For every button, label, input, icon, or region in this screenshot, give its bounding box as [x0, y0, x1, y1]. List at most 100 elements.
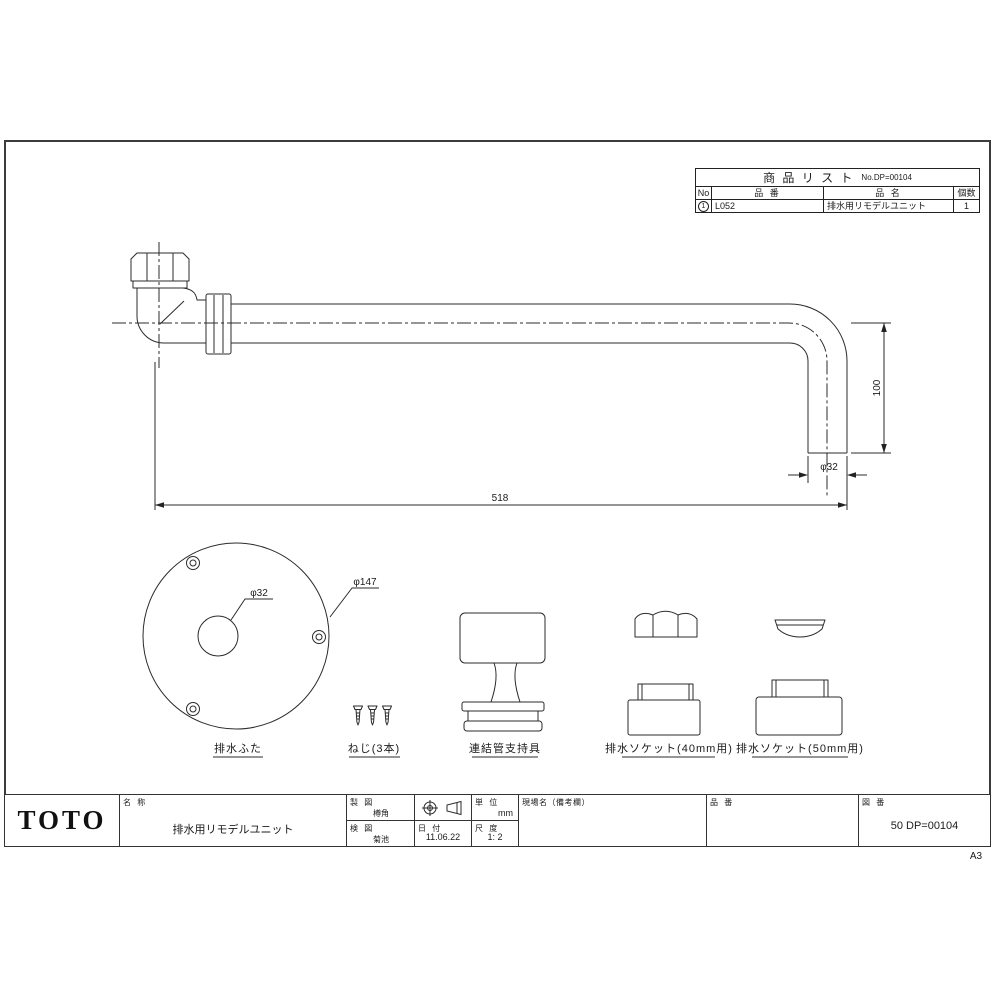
drain-socket-50-view: 排水ソケット(50mm用)	[736, 619, 864, 758]
cell-no: 1	[696, 200, 712, 212]
header-part-no: 品 番	[712, 187, 824, 199]
cover-hole-dia-text: φ32	[250, 588, 268, 599]
elbow-top-nut	[130, 252, 190, 282]
drain-socket-40-view: 排水ソケット(40mm用)	[605, 610, 733, 758]
drain-cover-view: φ32 φ147 排水ふた	[142, 542, 379, 758]
drafted-by: 樽角	[373, 809, 389, 818]
header-no: No	[696, 187, 712, 199]
socket40-nut	[634, 610, 698, 638]
socket50-neck	[771, 679, 829, 698]
socket40-nut-facets	[652, 615, 679, 637]
third-angle-projection-icon	[422, 799, 462, 816]
socket40-body	[627, 699, 701, 736]
elbow-neck	[182, 287, 206, 301]
name-cell: 名 称 排水用リモデルユニット	[119, 795, 346, 846]
elbow-chamfer-line	[159, 300, 185, 325]
socket50-body	[755, 696, 843, 736]
name-value: 排水用リモデルユニット	[172, 824, 294, 836]
elbow-top-nut-facets	[146, 253, 174, 281]
drawing-no-cell: 図 番 50 DP=00104	[858, 795, 990, 846]
header-qty: 個数	[957, 187, 976, 198]
product-list-data-row: 1 L052 排水用リモデルユニット 1	[696, 200, 979, 212]
cover-screw-hole	[186, 702, 200, 716]
support-head	[459, 612, 546, 664]
cell-part-name: 排水用リモデルユニット	[824, 200, 954, 212]
pipe-union-nut-facets	[213, 295, 224, 353]
support-stem-left	[490, 662, 497, 703]
part-no-label: 品 番	[710, 798, 735, 807]
drafted-cell: 製 図 樽角	[346, 795, 414, 821]
date-label: 日 付	[418, 824, 443, 833]
screws-label: ねじ(3本)	[348, 741, 400, 755]
unit-label: 単 位	[475, 798, 500, 807]
socket50-neck-lines	[775, 680, 825, 697]
dim-518-text: 518	[492, 493, 509, 504]
dim-pipe-dia-arrow-left	[799, 472, 808, 478]
pipe-inner-edge	[231, 342, 809, 453]
checked-label: 検 図	[350, 824, 375, 833]
product-list-title: 商 品 リ ス ト	[763, 170, 855, 185]
socket40-neck-lines	[641, 684, 690, 700]
cover-screw-hole-inner	[315, 633, 323, 641]
cover-screw-hole-inner	[189, 705, 197, 713]
cell-qty: 1	[963, 200, 969, 211]
drafted-label: 製 図	[350, 798, 375, 807]
product-list-title-row: 商 品 リ ス ト No.DP=00104	[696, 169, 979, 187]
toto-logo: TOTO	[17, 805, 107, 835]
product-list-table: 商 品 リ ス ト No.DP=00104 No 品 番 品 名 個数 1 L0…	[695, 168, 980, 213]
drawing-no-label: 図 番	[862, 798, 887, 807]
scale-cell: 尺 度 1: 2	[471, 821, 518, 846]
dimension-annotations: 518 100 φ32	[154, 322, 891, 510]
socket50-cap	[774, 619, 826, 638]
pipe-support-view: 連結管支持具	[459, 612, 546, 758]
date-cell: 日 付 11.06.22	[414, 821, 471, 846]
cover-label: 排水ふた	[214, 741, 262, 755]
cover-outer-leader	[329, 587, 379, 618]
socket50-label: 排水ソケット(50mm用)	[736, 741, 864, 755]
drain-pipe-assembly	[112, 242, 848, 497]
cover-hole-leader	[230, 598, 273, 621]
support-label: 連結管支持具	[469, 741, 541, 755]
product-list-header-row: No 品 番 品 名 個数	[696, 187, 979, 200]
projection-symbol-cell	[414, 795, 471, 821]
cover-screw-hole-inner	[189, 559, 197, 567]
screws-view: ねじ(3本)	[348, 705, 400, 758]
cover-outer-dia-text: φ147	[353, 577, 377, 588]
cover-screw-hole	[186, 556, 200, 570]
circled-number: 1	[698, 200, 709, 212]
pipe-outer-edge	[231, 303, 848, 453]
screw	[367, 705, 378, 726]
cover-screw-hole	[312, 630, 326, 644]
checked-cell: 検 図 菊池	[346, 821, 414, 846]
cover-outer-circle	[142, 542, 330, 730]
screw	[353, 705, 363, 726]
scale-value: 1: 2	[487, 832, 503, 842]
product-list-doc-no: No.DP=00104	[861, 172, 912, 182]
support-stem-right	[514, 662, 521, 703]
dim-518-arrow-left	[155, 502, 164, 508]
dim-100-arrow-top	[881, 323, 887, 332]
dim-pipe-dia-text: φ32	[820, 462, 838, 473]
pipe-centerline	[112, 322, 828, 497]
title-block: TOTO 名 称 排水用リモデルユニット 製 図 樽角 検 図 菊池 日 付	[4, 794, 991, 847]
scale-label: 尺 度	[475, 824, 500, 833]
elbow-flange	[132, 280, 188, 289]
dim-518-arrow-right	[838, 502, 847, 508]
elbow-body-outline	[136, 288, 206, 344]
dim-pipe-dia-arrow-right	[847, 472, 856, 478]
dim-100-text: 100	[872, 379, 883, 396]
site-name-label: 現場名（備考欄）	[522, 798, 590, 807]
cell-part-no: L052	[712, 200, 824, 212]
dim-100-arrow-bottom	[881, 444, 887, 453]
support-disc-1	[467, 710, 539, 722]
site-name-cell: 現場名（備考欄）	[518, 795, 706, 846]
pipe-union-nut	[205, 293, 232, 355]
date-value: 11.06.22	[425, 832, 461, 842]
screw	[382, 705, 392, 726]
part-no-cell: 品 番	[706, 795, 858, 846]
socket40-label: 排水ソケット(40mm用)	[605, 741, 733, 755]
header-part-name: 品 名	[824, 187, 954, 199]
support-disc-2	[463, 720, 543, 732]
